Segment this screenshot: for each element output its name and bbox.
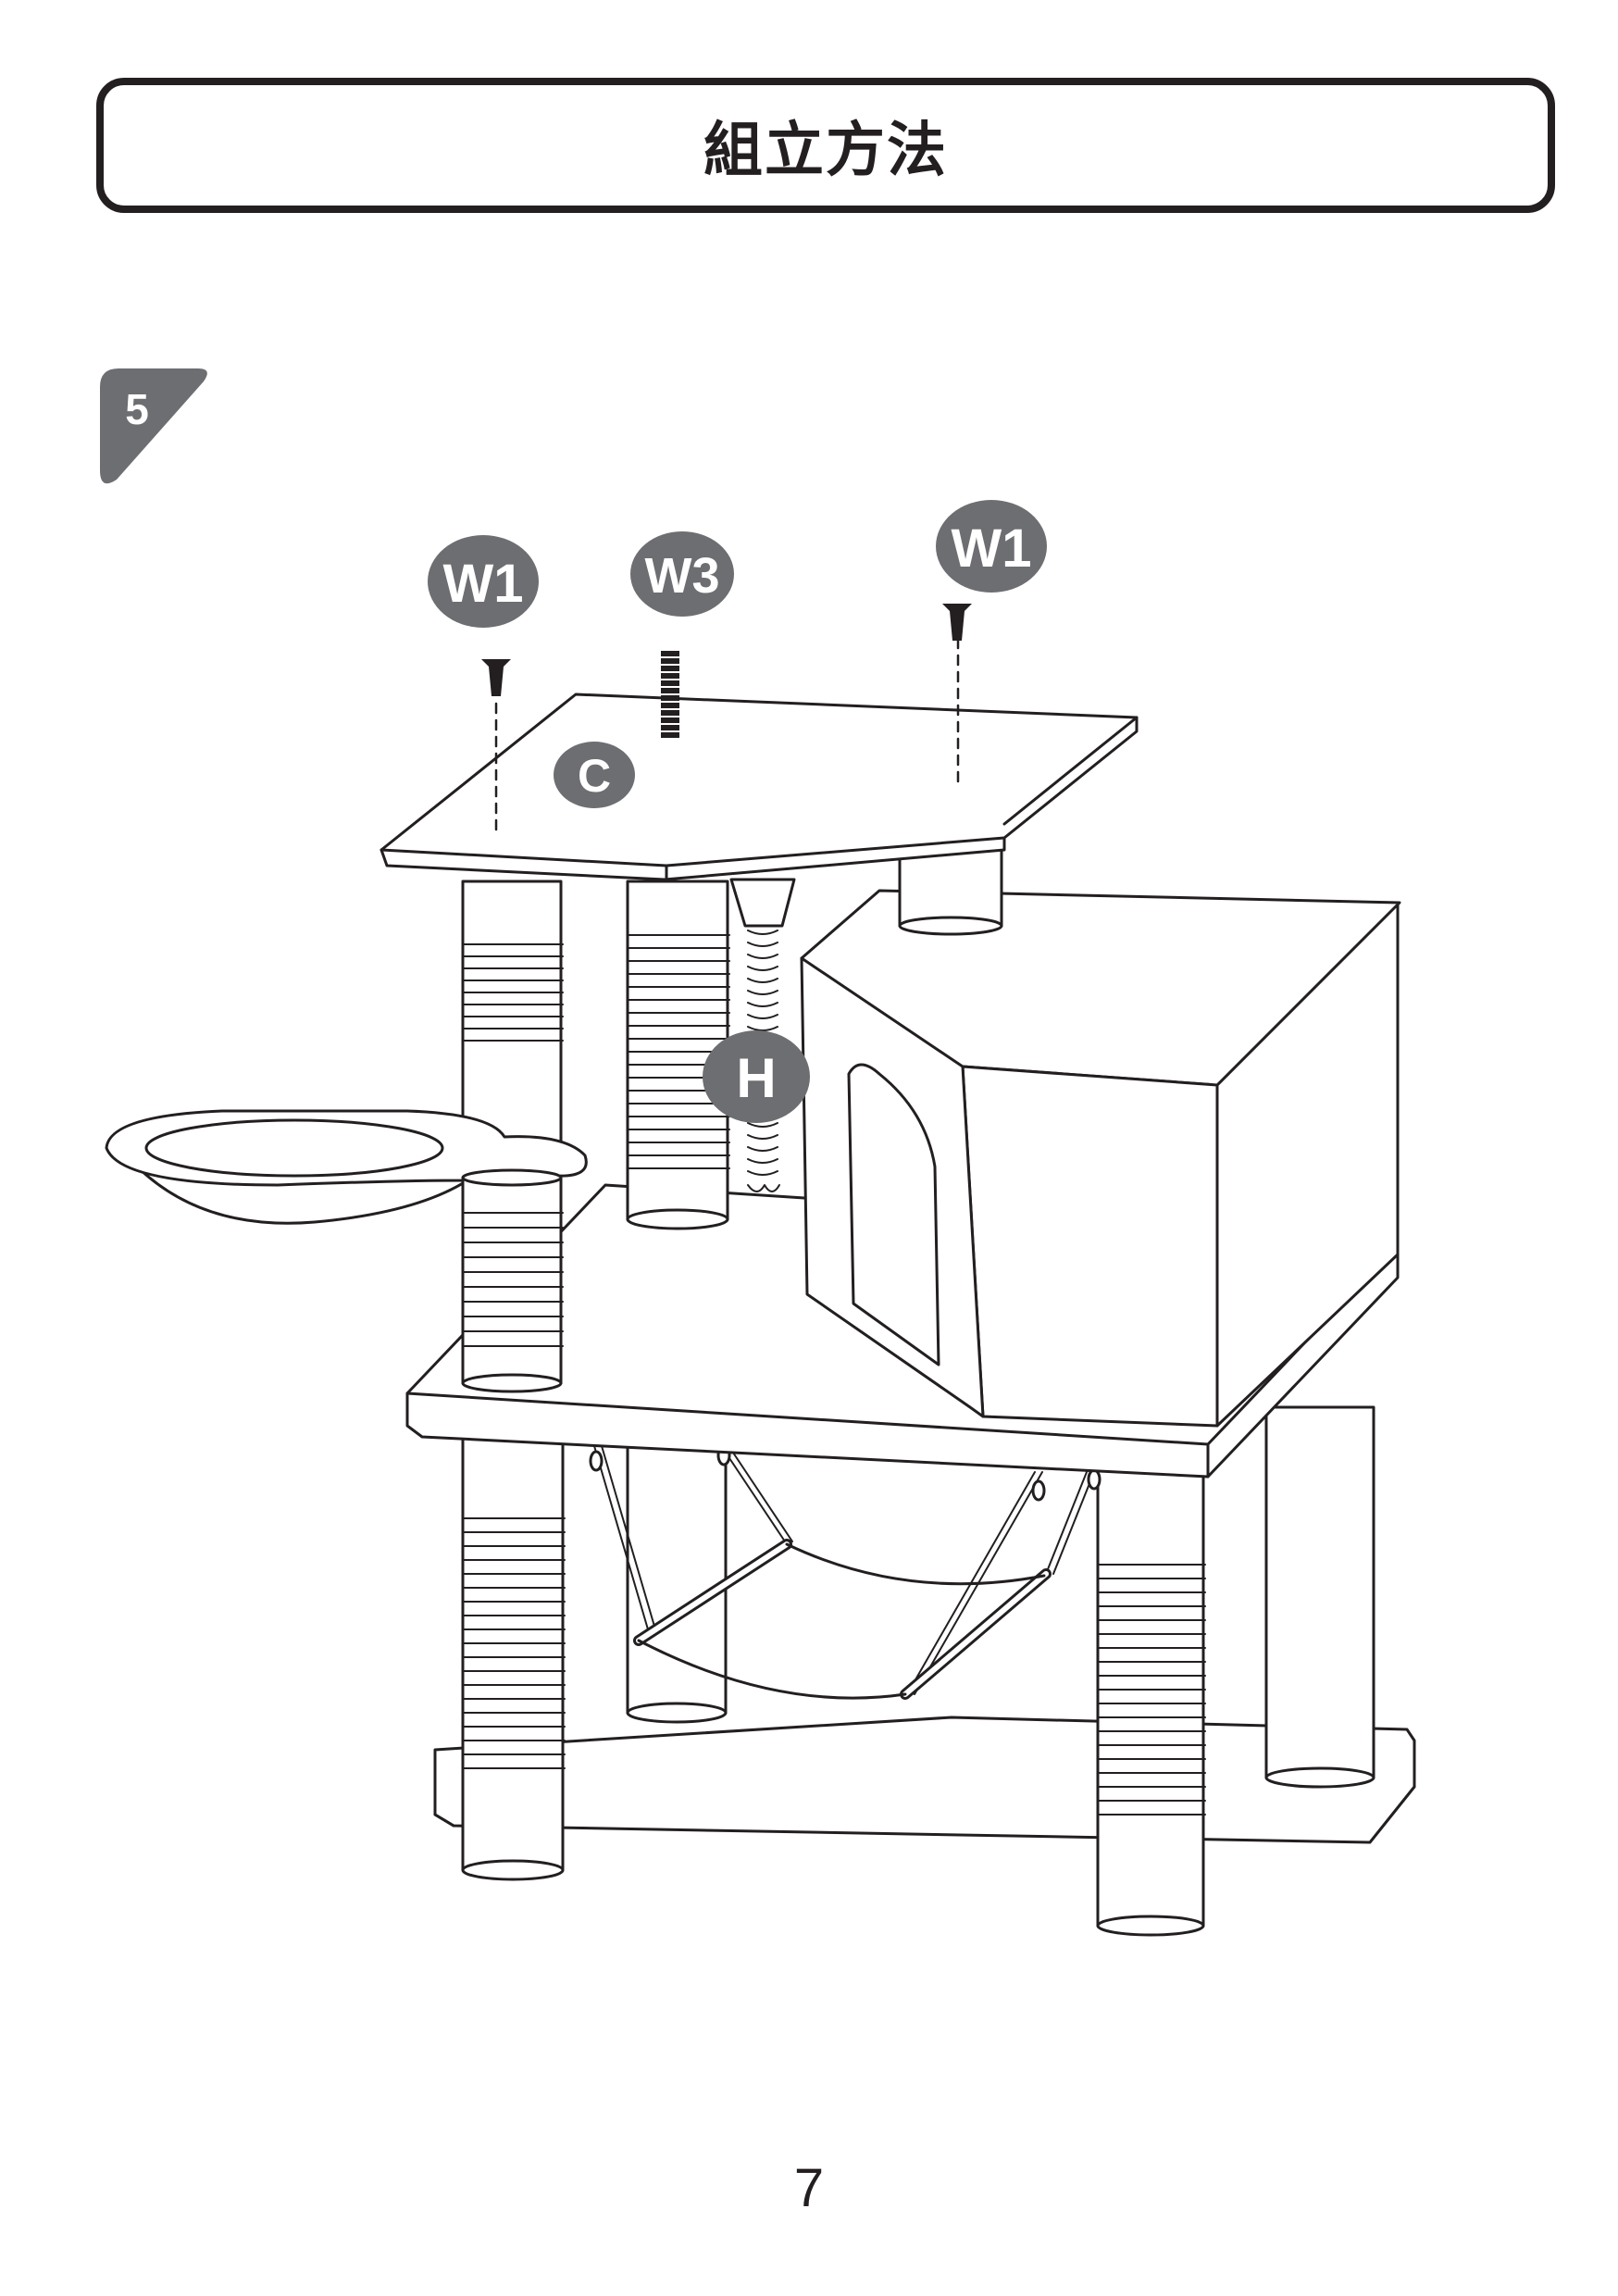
title-box: 組立方法 [96, 78, 1555, 213]
label-c: C [554, 742, 635, 808]
label-w1-left-text: W1 [443, 554, 524, 614]
bowl-bed [105, 1109, 588, 1225]
label-w1-right-text: W1 [952, 518, 1032, 579]
lower-post-back-right [1264, 1405, 1375, 1789]
page-title: 組立方法 [703, 117, 948, 185]
middle-post-front-left [461, 1168, 564, 1393]
label-w3: W3 [630, 531, 734, 617]
top-short-post [898, 841, 1003, 936]
label-w3-text: W3 [645, 548, 720, 604]
label-c-text: C [578, 750, 611, 802]
guide-lines [494, 637, 960, 835]
screw-w1-right [942, 604, 972, 641]
threaded-rod-w3 [661, 651, 679, 738]
label-h: H [703, 1030, 810, 1123]
label-w1-right: W1 [936, 500, 1047, 593]
lower-post-front-right [1096, 1461, 1206, 1937]
lower-post-back-left [626, 1433, 728, 1724]
page-number: 7 [793, 2158, 825, 2218]
top-board-c [380, 693, 1139, 881]
step-badge: 5 [100, 368, 207, 484]
hammock [589, 1439, 1101, 1700]
label-h-text: H [736, 1047, 776, 1109]
lower-post-front-left [461, 1415, 566, 1881]
cat-house [800, 889, 1401, 1428]
upper-post-center [626, 880, 730, 1230]
screw-w1-left [481, 659, 511, 696]
step-number: 5 [125, 385, 149, 433]
label-w1-left: W1 [428, 535, 539, 628]
